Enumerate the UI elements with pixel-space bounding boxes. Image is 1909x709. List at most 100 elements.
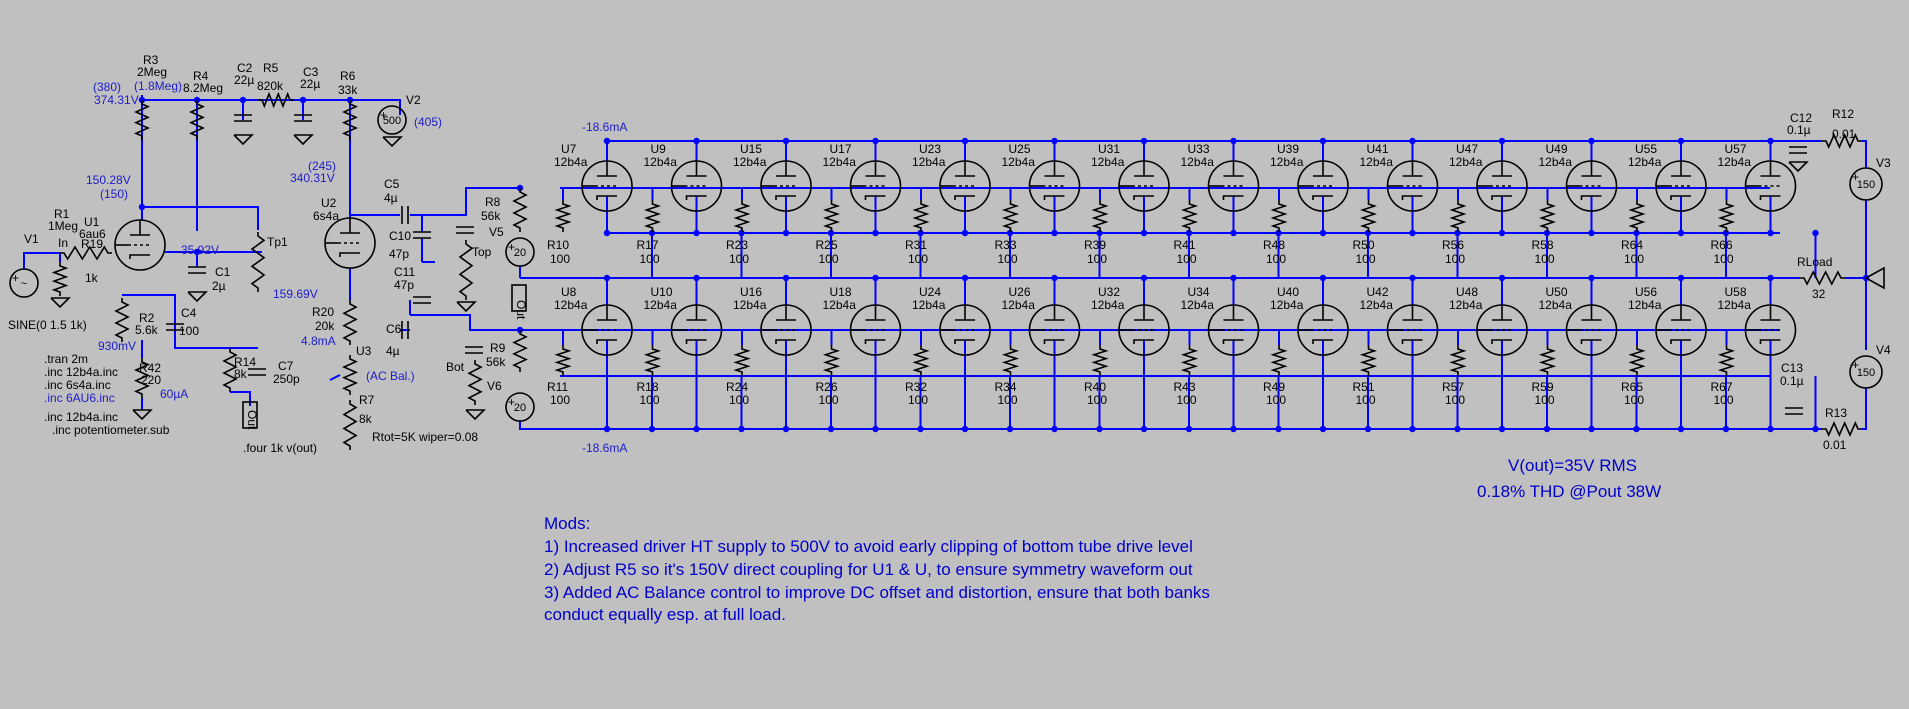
bottom-grid-resistor (1628, 345, 1646, 376)
junction-dot (738, 229, 745, 237)
V6-source (505, 392, 535, 422)
bottom-tube-type: 12b4a (1718, 298, 1752, 312)
bottom-tube-type: 12b4a (1181, 298, 1215, 312)
bottom-tube-name: U56 (1635, 285, 1657, 299)
junction-dot (1677, 137, 1685, 145)
junction-dot (872, 425, 879, 433)
R2-resistor (114, 298, 130, 342)
bottom-resistor-name: R34 (995, 380, 1017, 394)
bottom-tube-name: U50 (1546, 285, 1568, 299)
top-grid-resistor (554, 200, 572, 232)
junction-dot (1364, 425, 1372, 433)
ground-icon (132, 409, 153, 421)
component-label: .tran 2m (44, 352, 88, 366)
junction-dot (1454, 425, 1461, 433)
bottom-resistor-name: R40 (1084, 380, 1106, 394)
junction-dot (917, 229, 924, 237)
tube-cathode (1133, 339, 1154, 344)
R4-resistor (189, 100, 205, 140)
top-current: -18.6mA (582, 120, 627, 134)
plus-sign: + (508, 240, 515, 254)
junction-dot (1051, 274, 1058, 282)
bottom-resistor-value: 100 (908, 393, 928, 407)
bottom-tube-name: U34 (1188, 285, 1210, 299)
component-label: .inc 6s4a.inc (44, 378, 111, 392)
top-tube-type: 12b4a (1091, 155, 1125, 169)
component-label: 220 (141, 373, 161, 387)
wire (410, 187, 520, 216)
component-label: 1Meg (48, 219, 78, 233)
junction-dot (299, 96, 307, 104)
bottom-resistor-value: 100 (729, 393, 749, 407)
component-label: 22µ (234, 73, 254, 87)
junction-dot (738, 425, 745, 433)
top-grid-resistor (733, 200, 751, 232)
junction-dot (1498, 137, 1506, 145)
tube-cathode (596, 339, 617, 344)
component-label: C3 (303, 65, 319, 79)
out-flag-icon (242, 401, 258, 429)
junction-dot (1767, 274, 1774, 282)
junction-dot (1812, 229, 1819, 237)
junction-dot (1543, 425, 1551, 433)
bottom-tube-name: U58 (1725, 285, 1747, 299)
bottom-grid-resistor (1091, 345, 1109, 376)
component-label: Top (472, 245, 492, 259)
junction-dot (138, 203, 146, 211)
bottom-resistor-value: 100 (1356, 393, 1376, 407)
junction-dot (1588, 137, 1595, 145)
R19-resistor (60, 245, 112, 261)
component-label: 374.31V (94, 93, 139, 107)
bottom-grid-resistor (554, 345, 572, 376)
top-resistor-value: 100 (1177, 252, 1197, 266)
component-label: 6au6 (79, 227, 106, 241)
ground-icon (233, 134, 254, 146)
junction-dot (1409, 229, 1416, 237)
junction-dot (1051, 425, 1058, 433)
bottom-tube-name: U32 (1098, 285, 1120, 299)
top-grid-resistor (1091, 200, 1109, 232)
top-resistor-value: 100 (1714, 252, 1734, 266)
top-grid-resistor (1270, 200, 1288, 232)
mods-line-1: 1) Increased driver HT supply to 500V to… (544, 537, 1193, 556)
bottom-tube-type: 12b4a (1091, 298, 1125, 312)
component-label: Bot (446, 360, 465, 374)
junction-dot (1275, 425, 1282, 433)
junction-dot (1319, 229, 1327, 237)
component-label: 1k (85, 271, 99, 285)
top-tube-name: U49 (1546, 142, 1568, 156)
junction-dot (1230, 229, 1237, 237)
top-grid-resistor (1538, 200, 1557, 232)
tube-cathode (1401, 339, 1423, 344)
component-label: (245) (308, 159, 336, 173)
bottom-resistor-name: R11 (547, 380, 568, 394)
wire (142, 206, 259, 230)
top-resistor-name: R50 (1353, 238, 1375, 252)
V3-source (1849, 167, 1883, 201)
tube-cathode (1491, 195, 1512, 200)
junction-dot (1185, 229, 1193, 237)
component-label: 56k (481, 209, 501, 223)
V2-source (377, 105, 407, 135)
component-label: 0.1µ (1780, 374, 1804, 388)
tube-cathode (596, 195, 617, 200)
RLoad-resistor (1800, 270, 1845, 286)
top-tube-type: 12b4a (554, 155, 588, 169)
component-label: C7 (278, 359, 294, 373)
junction-dot (1409, 137, 1416, 145)
labels: U712b4aR10100U812b4aR11100U912b4aR17100U… (8, 53, 1891, 455)
bottom-tube-name: U42 (1367, 285, 1389, 299)
bottom-resistor-value: 100 (1266, 393, 1286, 407)
component-label: 820k (257, 79, 284, 93)
junction-dot (1633, 425, 1640, 433)
R20-resistor (342, 300, 358, 345)
bottom-grid-resistor (1449, 345, 1467, 376)
bottom-resistor-name: R43 (1174, 380, 1196, 394)
component-label: 6s4a (313, 209, 339, 223)
ground-icon (456, 301, 477, 313)
tube-cathode (1222, 195, 1244, 200)
bottom-grid-resistor (733, 345, 751, 376)
top-resistor-value: 100 (908, 252, 928, 266)
tube-cathode (1133, 195, 1154, 200)
component-label: 22µ (300, 77, 320, 91)
